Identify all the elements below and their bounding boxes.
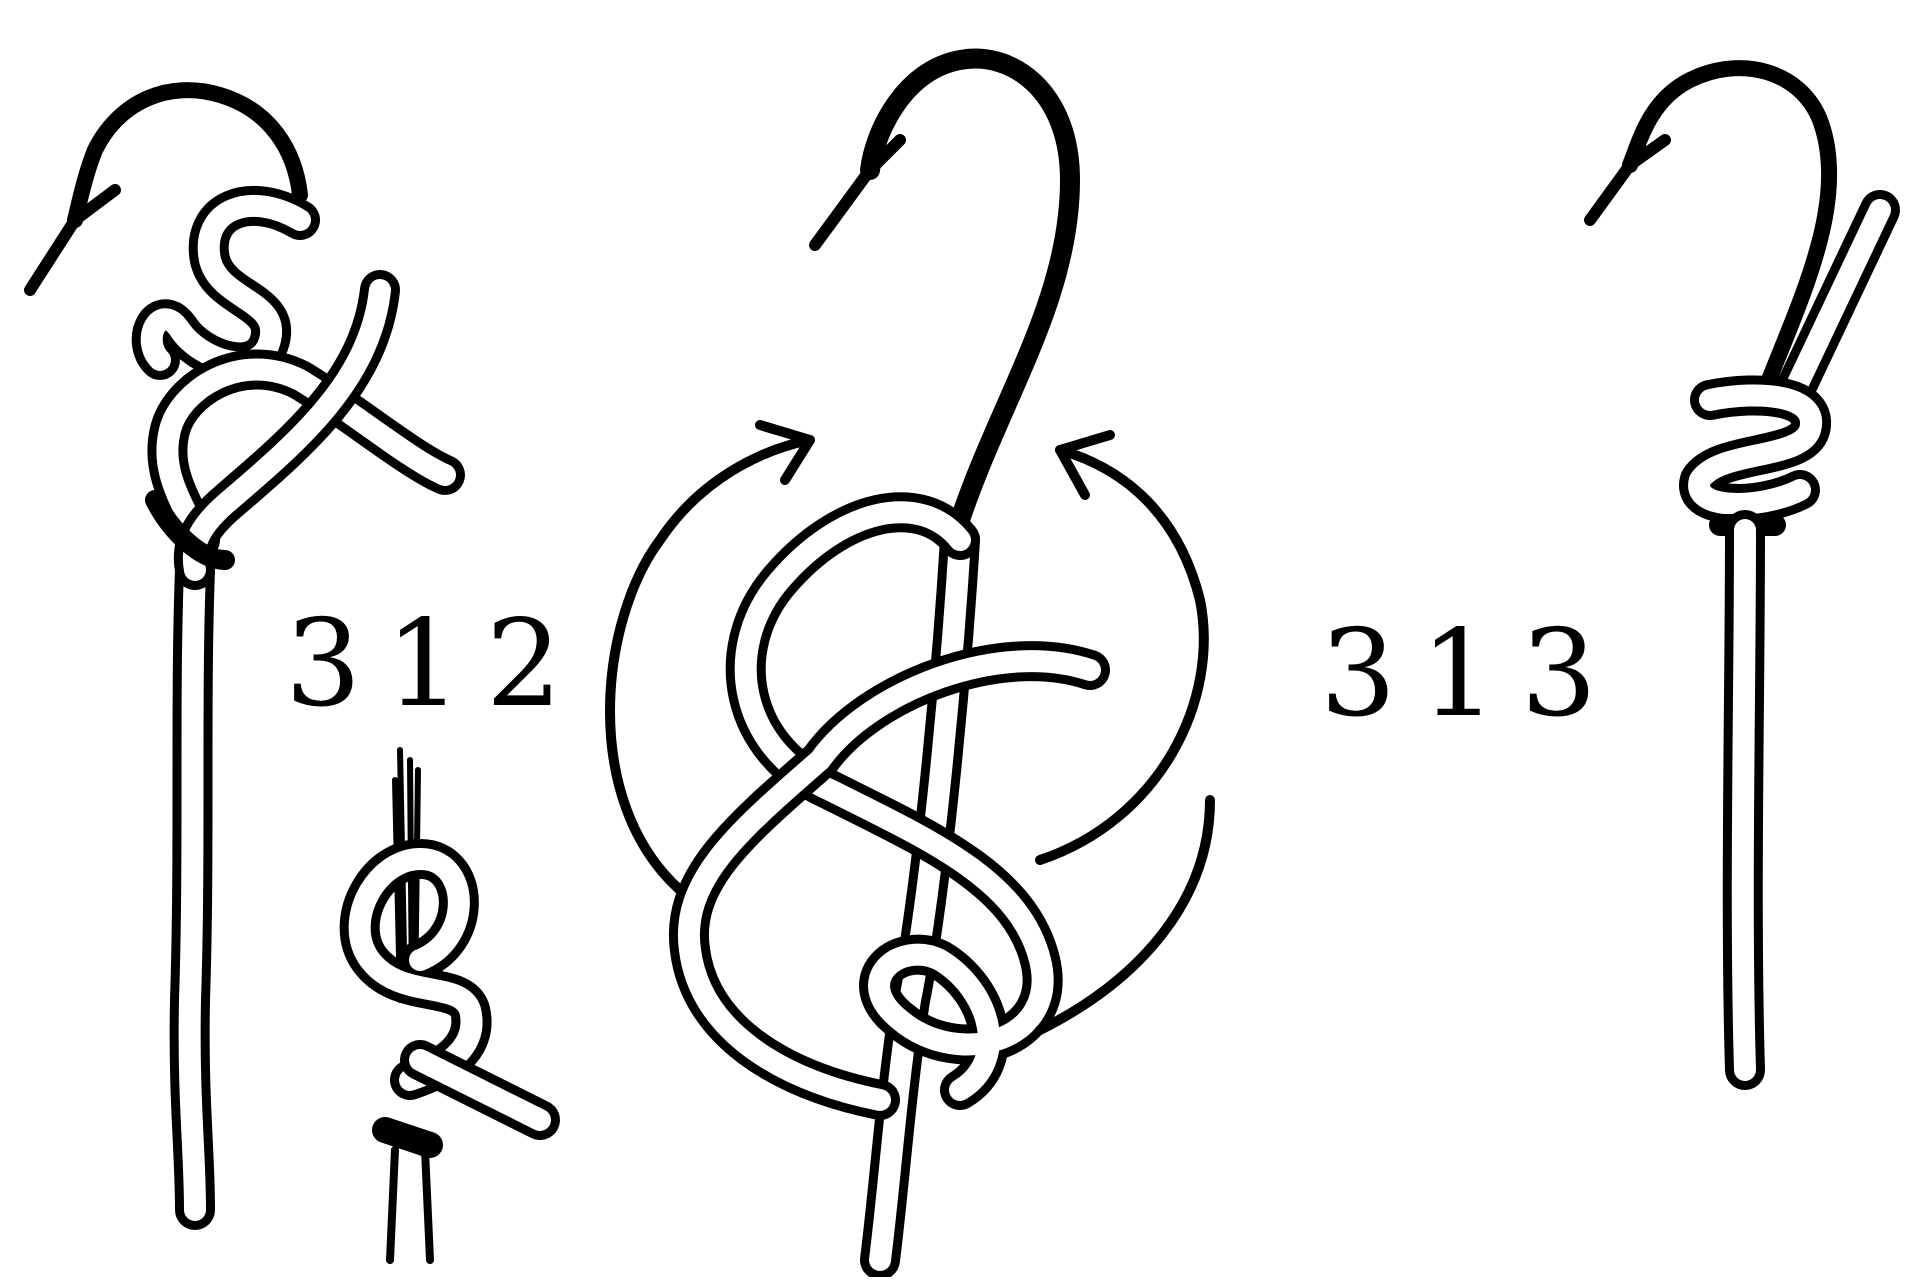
line-right-inner [1743, 530, 1745, 1070]
hook-figure-center [610, 59, 1210, 1261]
figure-number-313: 313 [1320, 615, 1621, 735]
arrow-left-curve [610, 440, 810, 890]
line-left-inner [190, 570, 195, 1210]
hook-center-curve [870, 59, 1070, 521]
hook-center-barb [815, 140, 900, 245]
small-knot-stems [390, 1150, 430, 1260]
figure-number-312: 312 [285, 605, 586, 725]
arrow-lower-right [1040, 800, 1210, 1030]
small-knot-detail [360, 750, 540, 1260]
hook-figure-right [1590, 68, 1880, 1070]
line-center-inner [880, 540, 960, 1260]
small-knot-wrap [385, 1130, 430, 1145]
